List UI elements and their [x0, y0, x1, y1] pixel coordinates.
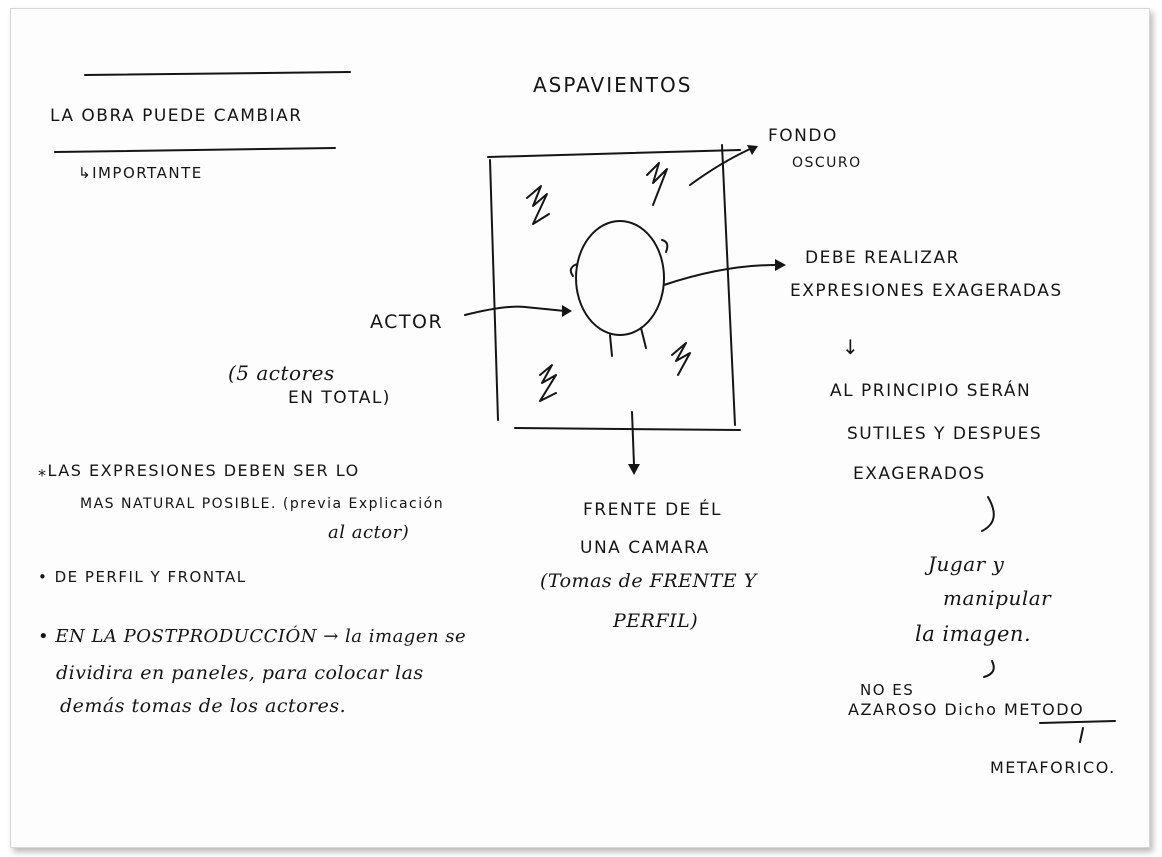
header-rule-bottom [54, 147, 336, 153]
jugar-line1: Jugar y [928, 552, 1005, 576]
header-importante: ↳IMPORTANTE [78, 164, 203, 182]
azaroso-line1: NO ES [860, 681, 915, 699]
arrow-camera [631, 411, 635, 466]
principio-line2: SUTILES Y DESPUES [847, 424, 1043, 444]
frame-right [721, 144, 736, 426]
actor-neck-1 [609, 334, 613, 357]
bullet-expresiones-line2: MAS NATURAL POSIBLE. (previa Explicación [80, 496, 445, 512]
principio-line3: EXAGERADOS [853, 464, 986, 484]
bullet-postproduccion-line1: • EN LA POSTPRODUCCIÓN → la imagen se [38, 626, 467, 647]
bullet-expresiones-line3: al actor) [328, 522, 410, 543]
arrow-debe [663, 264, 777, 286]
bullet-postproduccion-line3: demás tomas de los actores. [60, 695, 347, 717]
actor-count-note: (5 actores [228, 361, 335, 385]
jugar-line2: manipular [943, 586, 1052, 610]
fondo-label: FONDO [768, 126, 838, 146]
debe-line2: EXPRESIONES EXAGERADAS [790, 281, 1063, 301]
bullet-postproduccion-line2: dividira en paneles, para colocar las [56, 662, 424, 684]
bullet-perfil: • DE PERFIL Y FRONTAL [38, 568, 247, 586]
actor-neck-2 [640, 327, 647, 349]
header-text: LA OBRA PUEDE CAMBIAR [50, 106, 303, 126]
bullet-expresiones-line1: ⁎LAS EXPRESIONES DEBEN SER LO [38, 461, 360, 480]
header-rule-top [84, 71, 351, 76]
squiggle-1 [526, 185, 550, 225]
actor-head [575, 220, 665, 336]
squiggle-4 [671, 342, 691, 376]
frame-left [489, 159, 499, 421]
camara-line4: PERFIL) [613, 610, 699, 632]
page-title: ASPAVIENTOS [533, 73, 693, 97]
frame-bottom [514, 427, 741, 431]
jugar-line3: la imagen. [915, 622, 1032, 646]
metodo-underline [1039, 720, 1116, 724]
debe-line1: DEBE REALIZAR [805, 248, 960, 268]
arrow-actor-head [562, 305, 572, 317]
arrow-debe-head [775, 259, 786, 271]
actor-label: ACTOR [370, 311, 444, 333]
principio-line1: AL PRINCIPIO SERÁN [830, 381, 1032, 401]
squiggle-2 [646, 162, 668, 206]
azaroso-line2: AZAROSO Dicho METODO [848, 700, 1085, 719]
frame-top [487, 149, 741, 158]
camara-line1: FRENTE DE ÉL [583, 500, 723, 520]
down-arrow-icon: ↓ [842, 335, 859, 359]
arrow-fondo [689, 148, 751, 186]
arrow-fondo-head [747, 145, 758, 155]
camara-line3: (Tomas de FRENTE Y [540, 570, 757, 592]
squiggle-3 [539, 364, 557, 402]
actor-ear-left [569, 263, 578, 277]
metaforico-label: METAFORICO. [990, 758, 1116, 777]
camara-line2: UNA CAMARA [580, 538, 710, 558]
arrow-curve-jugar [981, 496, 995, 532]
oscuro-label: OSCURO [792, 155, 862, 171]
arrow-curve-azar [983, 660, 995, 678]
arrow-camera-head [628, 464, 640, 475]
arrow-metodo [1079, 727, 1084, 743]
arrow-actor [464, 305, 566, 316]
actor-total-note: EN TOTAL) [288, 388, 391, 408]
actor-ear-right [661, 239, 669, 253]
